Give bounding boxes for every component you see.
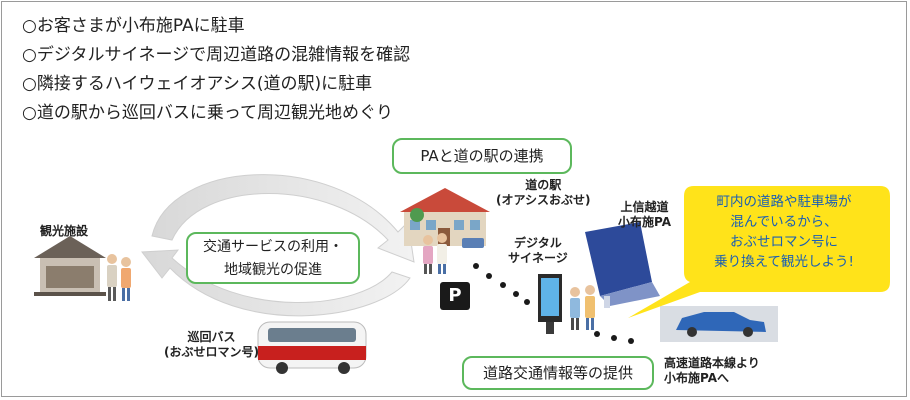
road-info-text: 道路交通情報等の提供	[482, 364, 633, 382]
digital-signage-icon	[538, 274, 562, 334]
bus-icon	[257, 321, 367, 374]
highway-entry-line1: 高速道路本線より	[664, 356, 760, 370]
bullet-list: ○お客さまが小布施PAに駐車 ○デジタルサイネージで周辺道路の混雑情報を確認 ○…	[22, 12, 410, 128]
parking-area-line2: 小布施PA	[618, 215, 671, 229]
highway-entry-line2: 小布施PAへ	[664, 371, 729, 385]
tourism-facility-label: 観光施設	[40, 224, 89, 238]
pa-station-link-box: PAと道の駅の連携	[392, 138, 572, 174]
temple-icon	[34, 236, 106, 296]
speech-line2: 混んでいるから、	[730, 214, 838, 230]
roadside-station-subname: (オアシスおぶせ)	[496, 193, 591, 207]
lower-arc-arrow	[141, 249, 411, 317]
parking-sign-letter: P	[448, 285, 462, 306]
digital-signage-line2: サイネージ	[508, 251, 568, 265]
bus-label: 巡回バス (おぶせロマン号)	[164, 330, 259, 360]
car-icon	[660, 306, 778, 342]
speech-bubble-text: 町内の道路や駐車場が 混んでいるから、 おぶせロマン号に 乗り換えて観光しよう!	[690, 192, 878, 272]
connection-dots	[473, 263, 634, 344]
transport-promotion-box: 交通サービスの利用・ 地域観光の促進	[186, 232, 360, 284]
highway-entry-label: 高速道路本線より 小布施PAへ	[664, 356, 760, 386]
bullet-item: ○デジタルサイネージで周辺道路の混雑情報を確認	[22, 45, 411, 65]
visitor-couple-icon	[423, 233, 447, 274]
speech-bubble	[628, 186, 890, 318]
digital-signage-label: デジタル サイネージ	[508, 236, 568, 266]
speech-line1: 町内の道路や駐車場が	[716, 194, 852, 210]
pa-station-link-text: PAと道の駅の連携	[420, 147, 544, 165]
parking-sign-icon	[440, 282, 470, 310]
transport-promotion-line2: 地域観光の促進	[224, 262, 322, 278]
road-info-box: 道路交通情報等の提供	[462, 356, 654, 390]
bullet-item: ○隣接するハイウェイオアシス(道の駅)に駐車	[22, 74, 373, 94]
parking-area-label: 上信越道 小布施PA	[618, 200, 671, 230]
speech-line4: 乗り換えて観光しよう!	[714, 254, 854, 270]
parking-area-line1: 上信越道	[620, 200, 669, 214]
tourist-couple-icon	[107, 254, 131, 301]
bullet-item: ○お客さまが小布施PAに駐車	[22, 16, 245, 36]
roadside-station-label: 道の駅 (オアシスおぶせ)	[496, 178, 591, 208]
bus-subname: (おぶせロマン号)	[164, 345, 259, 359]
parking-area-building-icon	[585, 222, 660, 308]
digital-signage-line1: デジタル	[514, 236, 562, 250]
transport-promotion-line1: 交通サービスの利用・	[203, 239, 343, 255]
pedestrian-couple-icon	[570, 285, 595, 330]
bus-name: 巡回バス	[187, 330, 236, 344]
roadside-station-name: 道の駅	[525, 178, 562, 192]
speech-line3: おぶせロマン号に	[730, 234, 838, 250]
bullet-item: ○道の駅から巡回バスに乗って周辺観光地めぐり	[22, 103, 393, 123]
